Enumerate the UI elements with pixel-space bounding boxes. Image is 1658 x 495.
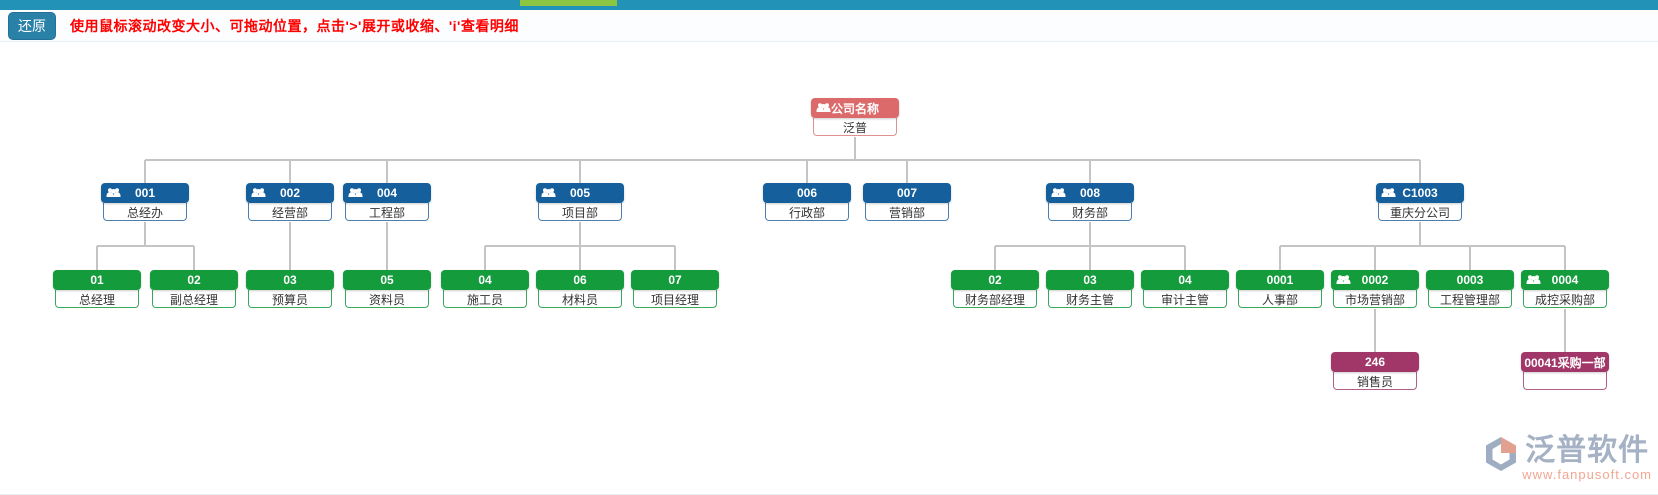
restore-button[interactable]: 还原 — [8, 11, 56, 40]
org-node-s00041[interactable]: 00041采购一部 — [1521, 352, 1609, 390]
users-icon — [541, 187, 556, 199]
users-icon — [348, 187, 363, 199]
node-label: 人事部 — [1238, 290, 1322, 308]
node-label: 泛普 — [813, 118, 897, 136]
node-code: 004 — [343, 183, 431, 203]
toolbar: 还原 使用鼠标滚动改变大小、可拖动位置，点击'>'展开或收缩、'i'查看明细 — [0, 10, 1658, 42]
top-strip — [0, 0, 1658, 10]
node-code: 00041采购一部 — [1521, 352, 1609, 372]
node-label: 市场营销部 — [1333, 290, 1417, 308]
node-label: 工程管理部 — [1428, 290, 1512, 308]
node-label: 营销部 — [865, 203, 949, 221]
node-label: 销售员 — [1333, 372, 1417, 390]
node-code: 03 — [1046, 270, 1134, 290]
node-label: 经营部 — [248, 203, 332, 221]
top-strip-accent — [520, 0, 617, 6]
node-code: 02 — [150, 270, 238, 290]
node-label: 项目部 — [538, 203, 622, 221]
node-code: 04 — [1141, 270, 1229, 290]
users-icon — [1381, 187, 1396, 199]
node-code: 0004 — [1521, 270, 1609, 290]
node-label: 总经办 — [103, 203, 187, 221]
node-code: 01 — [53, 270, 141, 290]
node-code: 0003 — [1426, 270, 1514, 290]
node-label: 财务部经理 — [953, 290, 1037, 308]
node-code: 246 — [1331, 352, 1419, 372]
node-code: 002 — [246, 183, 334, 203]
node-label: 财务主管 — [1048, 290, 1132, 308]
connector-lines — [96, 137, 1566, 352]
node-label: 材料员 — [538, 290, 622, 308]
node-code: 006 — [763, 183, 851, 203]
node-code: 公司名称 — [811, 98, 899, 118]
node-label: 财务部 — [1048, 203, 1132, 221]
node-label — [1523, 372, 1607, 390]
node-code: 005 — [536, 183, 624, 203]
node-label: 工程部 — [345, 203, 429, 221]
users-icon — [1526, 274, 1541, 286]
node-code: 02 — [951, 270, 1039, 290]
node-label: 行政部 — [765, 203, 849, 221]
node-label: 审计主管 — [1143, 290, 1227, 308]
node-code: 07 — [631, 270, 719, 290]
users-icon — [1051, 187, 1066, 199]
node-label: 资料员 — [345, 290, 429, 308]
node-code: 008 — [1046, 183, 1134, 203]
node-label: 成控采购部 — [1523, 290, 1607, 308]
node-label: 总经理 — [55, 290, 139, 308]
node-label: 副总经理 — [152, 290, 236, 308]
node-label: 施工员 — [443, 290, 527, 308]
node-code: 03 — [246, 270, 334, 290]
node-code: 0001 — [1236, 270, 1324, 290]
users-icon — [816, 102, 831, 114]
node-code: 0002 — [1331, 270, 1419, 290]
node-code: 007 — [863, 183, 951, 203]
node-code: 06 — [536, 270, 624, 290]
org-node-root[interactable]: 公司名称泛普 — [811, 98, 899, 136]
users-icon — [106, 187, 121, 199]
users-icon — [1336, 274, 1351, 286]
node-label: 预算员 — [248, 290, 332, 308]
node-code: C1003 — [1376, 183, 1464, 203]
node-label: 重庆分公司 — [1378, 203, 1462, 221]
node-code: 04 — [441, 270, 529, 290]
node-label: 项目经理 — [633, 290, 717, 308]
node-code: 05 — [343, 270, 431, 290]
usage-hint-text: 使用鼠标滚动改变大小、可拖动位置，点击'>'展开或收缩、'i'查看明细 — [70, 17, 519, 34]
users-icon — [251, 187, 266, 199]
node-code: 001 — [101, 183, 189, 203]
